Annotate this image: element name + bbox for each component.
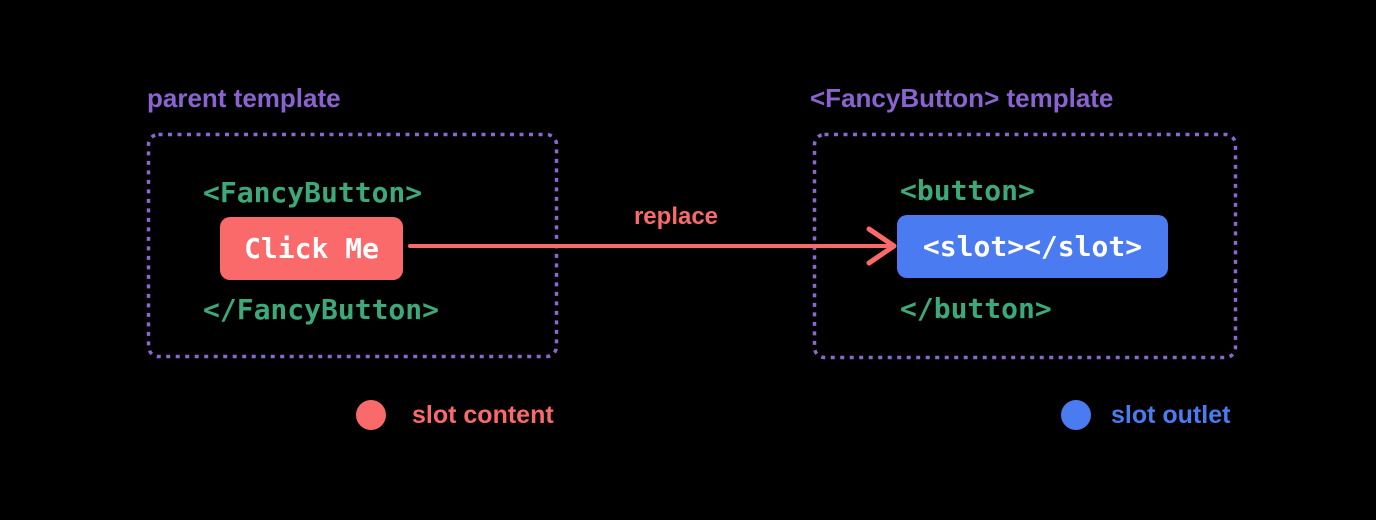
fancy-open-tag-code: <button>	[900, 174, 1035, 207]
replace-arrow-head	[866, 226, 897, 266]
replace-arrow-label: replace	[633, 203, 719, 230]
slot-outlet-legend-dot	[1061, 400, 1091, 430]
slot-content-chip-text: Click Me	[244, 232, 379, 265]
fancy-close-tag-code: </button>	[900, 292, 1052, 325]
slot-content-legend-dot	[356, 400, 386, 430]
slot-outlet-chip-text: <slot></slot>	[922, 230, 1143, 263]
fancybutton-template-label: <FancyButton> template	[810, 83, 1114, 113]
slot-outlet-chip: <slot></slot>	[897, 215, 1168, 278]
parent-close-tag-code: </FancyButton>	[203, 293, 440, 326]
slot-outlet-legend-label: slot outlet	[1111, 401, 1231, 429]
slot-content-legend-label: slot content	[412, 401, 554, 429]
slot-content-chip: Click Me	[220, 217, 403, 280]
parent-template-label: parent template	[147, 83, 341, 113]
parent-open-tag-code: <FancyButton>	[203, 176, 423, 209]
